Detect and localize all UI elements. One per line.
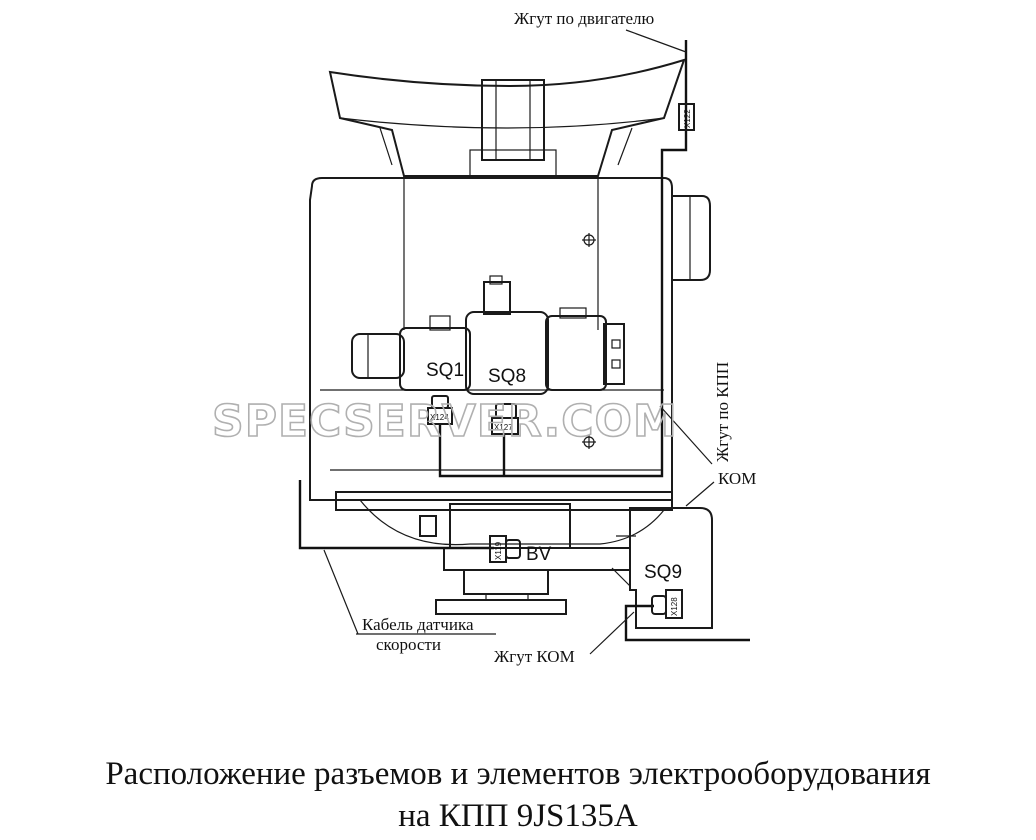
label-sq9: SQ9 bbox=[644, 562, 682, 583]
caption-line-1: Расположение разъемов и элементов электр… bbox=[105, 756, 930, 792]
label-sq8: SQ8 bbox=[488, 366, 526, 387]
label-gearbox-harness: Жгут по КПП bbox=[713, 362, 732, 462]
connector-x119: X119 bbox=[489, 535, 521, 563]
connector-x128: X128 bbox=[651, 589, 683, 619]
label-sq1: SQ1 bbox=[426, 360, 464, 381]
pto-harness-wire bbox=[624, 604, 750, 642]
svg-text:X119: X119 bbox=[494, 541, 503, 560]
shift-tower bbox=[399, 275, 625, 395]
label-speed-sensor-cable-2: скорости bbox=[376, 635, 441, 654]
speed-sensor-cable-wire bbox=[298, 480, 494, 550]
gearbox-case bbox=[309, 177, 711, 501]
label-engine-harness: Жгут по двигателю bbox=[514, 9, 655, 28]
bell-housing bbox=[328, 58, 686, 177]
watermark: SPECSERVER.COM bbox=[212, 396, 678, 447]
svg-text:X124: X124 bbox=[430, 413, 449, 422]
connector-x122: X122 bbox=[678, 103, 695, 131]
label-speed-sensor-cable-1: Кабель датчика bbox=[362, 615, 474, 634]
label-kom-harness: Жгут КОМ bbox=[494, 647, 575, 666]
rear-housing bbox=[335, 491, 673, 615]
caption-line-2: на КПП 9JS135A bbox=[398, 798, 638, 834]
connector-x127: X127 bbox=[491, 403, 519, 435]
pto-housing bbox=[611, 507, 713, 629]
label-bv: BV bbox=[526, 544, 552, 565]
bolt-marker bbox=[582, 233, 596, 247]
leader-lines bbox=[323, 29, 715, 655]
svg-text:X127: X127 bbox=[494, 423, 513, 432]
connector-x124: X124 bbox=[427, 395, 453, 425]
svg-text:X122: X122 bbox=[683, 109, 692, 128]
label-kom: КОМ bbox=[718, 469, 756, 488]
svg-text:X128: X128 bbox=[670, 597, 679, 616]
engine-harness-wire bbox=[438, 40, 688, 478]
bolt-marker bbox=[582, 435, 596, 449]
